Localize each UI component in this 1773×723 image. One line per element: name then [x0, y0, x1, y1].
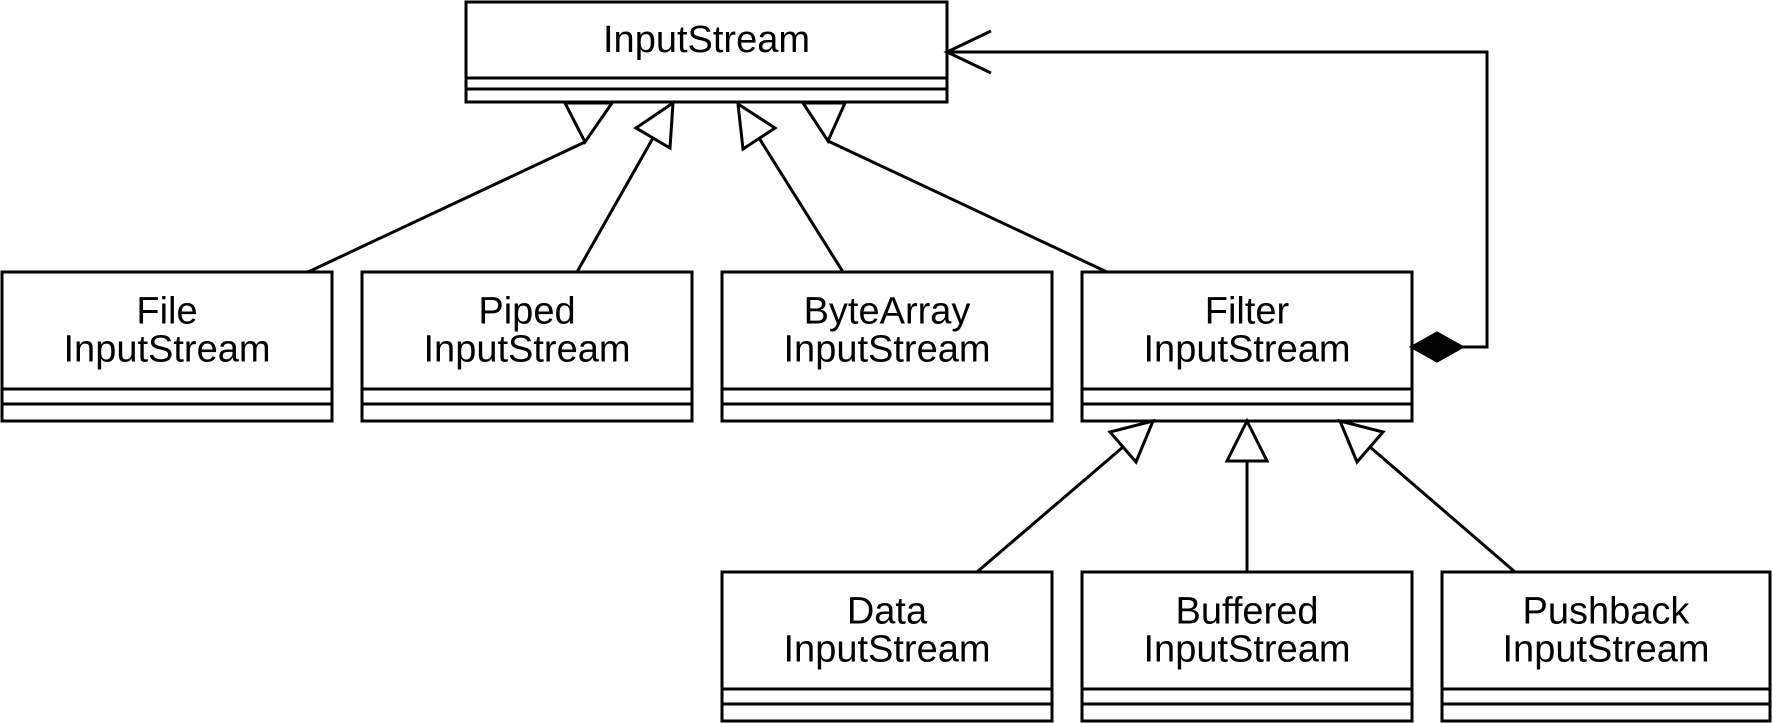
filled-diamond-icon	[1408, 331, 1466, 363]
class-box	[1440, 570, 1772, 723]
class-name-text: Data	[847, 591, 928, 633]
class-name-text: ByteArray	[804, 291, 971, 333]
class-name-text: InputStream	[1144, 329, 1351, 371]
generalization-pushback-inputstream-to-filter-inputstream	[1337, 418, 1516, 574]
aggregation-line	[947, 50, 1489, 349]
generalization-line	[307, 140, 586, 274]
hollow-triangle-arrowhead-icon	[562, 101, 615, 145]
hollow-triangle-arrowhead-icon	[1224, 417, 1270, 463]
class-box	[1080, 570, 1414, 723]
class-inputstream: InputStream	[464, 0, 949, 104]
generalization-data-inputstream-to-filter-inputstream	[976, 418, 1156, 574]
generalization-buffered-inputstream-to-filter-inputstream	[1224, 417, 1270, 572]
class-name-text: InputStream	[784, 629, 991, 671]
hollow-triangle-arrowhead-icon	[633, 100, 675, 151]
class-name-text: InputStream	[1144, 629, 1351, 671]
class-box	[720, 270, 1054, 423]
generalization-file-inputstream-to-inputstream	[307, 101, 615, 274]
class-name-text: InputStream	[424, 329, 631, 371]
class-name-text: InputStream	[1503, 629, 1710, 671]
generalization-line	[757, 137, 845, 273]
hollow-triangle-arrowhead-icon	[1107, 418, 1156, 465]
class-name-text: File	[136, 291, 197, 333]
generalization-line	[976, 445, 1124, 574]
aggregation-filter-inputstream-to-inputstream	[943, 29, 1489, 363]
class-name-text: InputStream	[64, 329, 271, 371]
class-box	[360, 270, 694, 423]
class-name-text: InputStream	[603, 19, 810, 61]
hollow-triangle-arrowhead-icon	[1337, 418, 1386, 465]
class-name-text: InputStream	[784, 329, 991, 371]
class-name-text: Filter	[1205, 291, 1290, 333]
class-box	[720, 570, 1054, 723]
class-name-text: Buffered	[1176, 591, 1319, 633]
generalization-line	[1369, 445, 1516, 574]
generalization-piped-inputstream-to-inputstream	[575, 100, 675, 273]
hollow-triangle-arrowhead-icon	[736, 101, 778, 152]
hollow-triangle-arrowhead-icon	[800, 101, 848, 145]
generalization-bytearray-inputstream-to-inputstream	[736, 101, 845, 273]
generalization-line	[575, 137, 655, 273]
class-box	[0, 270, 334, 423]
class-box	[464, 0, 949, 104]
class-name-text: Pushback	[1523, 591, 1691, 633]
class-name-text: Piped	[478, 291, 575, 333]
open-arrowhead-icon	[943, 29, 992, 75]
generalization-line	[827, 139, 1108, 274]
generalization-filter-inputstream-to-inputstream	[800, 101, 1108, 274]
